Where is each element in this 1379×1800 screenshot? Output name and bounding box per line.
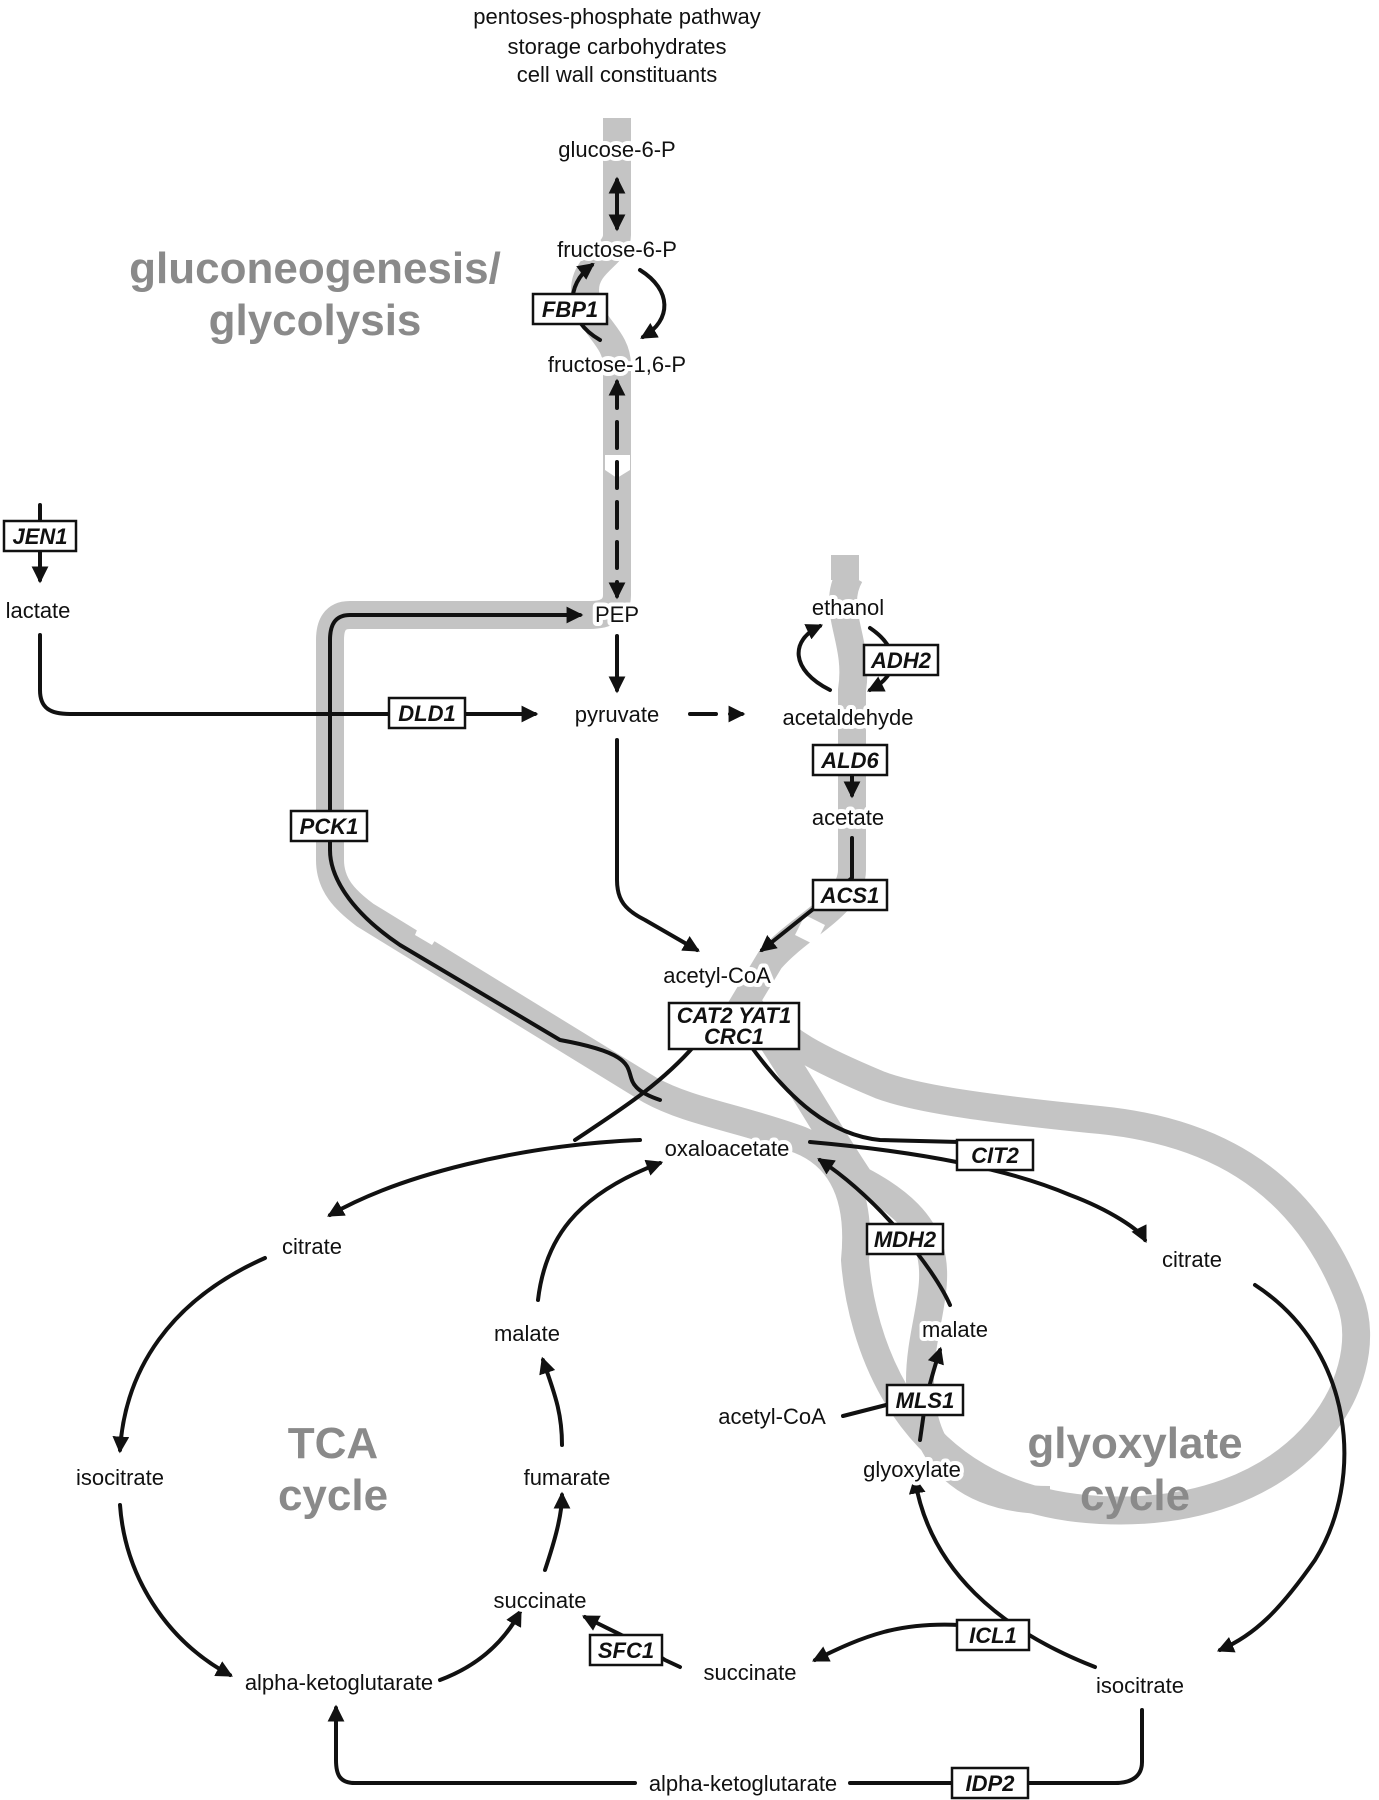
gene-box-jen1: JEN1 bbox=[2, 519, 78, 553]
metabolite-citrate-tca: citrate bbox=[282, 1234, 342, 1259]
metabolite-succinate-glyoxylate: succinate bbox=[704, 1660, 797, 1685]
metabolite-lactate: lactate bbox=[6, 598, 71, 623]
gene-icl1: ICL1 bbox=[969, 1623, 1017, 1648]
gene-box-fbp1: FBP1 bbox=[531, 292, 609, 326]
gene-box-cat2-yat1-crc1: CAT2 YAT1 CRC1 bbox=[667, 1001, 801, 1051]
gene-box-acs1: ACS1 bbox=[811, 878, 889, 912]
metabolite-ethanol: ethanol bbox=[812, 595, 884, 620]
header-line-3: cell wall constituants bbox=[517, 62, 718, 87]
metabolite-malate-glyoxylate: malate bbox=[922, 1317, 988, 1342]
glyoxylate-cycle-title-line-2: cycle bbox=[1080, 1471, 1190, 1520]
gene-sfc1: SFC1 bbox=[598, 1638, 654, 1663]
metabolite-isocitrate-tca: isocitrate bbox=[76, 1465, 164, 1490]
metabolite-alpha-ketoglutarate-tca: alpha-ketoglutarate bbox=[245, 1670, 433, 1695]
metabolite-acetyl-coa: acetyl-CoA bbox=[663, 963, 771, 988]
metabolite-acetaldehyde: acetaldehyde bbox=[783, 705, 914, 730]
metabolite-alpha-ketoglutarate-bottom: alpha-ketoglutarate bbox=[649, 1771, 837, 1796]
gene-box-mdh2: MDH2 bbox=[865, 1222, 945, 1256]
gene-box-sfc1: SFC1 bbox=[588, 1633, 664, 1667]
glyoxylate-cycle-title-line-1: glyoxylate bbox=[1027, 1419, 1242, 1468]
gene-cat2-yat1: CAT2 YAT1 bbox=[677, 1003, 792, 1028]
gene-box-idp2: IDP2 bbox=[950, 1766, 1030, 1800]
gene-box-icl1: ICL1 bbox=[955, 1618, 1031, 1652]
gene-mls1: MLS1 bbox=[896, 1388, 955, 1413]
metabolite-succinate-tca: succinate bbox=[494, 1588, 587, 1613]
metabolite-glyoxylate: glyoxylate bbox=[863, 1457, 961, 1482]
glycolysis-title: glycolysis bbox=[209, 296, 422, 345]
header-line-1: pentoses-phosphate pathway bbox=[473, 4, 760, 29]
gene-crc1: CRC1 bbox=[704, 1024, 764, 1049]
gene-box-mls1: MLS1 bbox=[885, 1383, 965, 1417]
metabolite-acetate: acetate bbox=[812, 805, 884, 830]
gene-cit2: CIT2 bbox=[971, 1143, 1019, 1168]
gene-box-pck1: PCK1 bbox=[289, 809, 369, 843]
gene-labels: JEN1 FBP1 DLD1 PCK1 ADH2 ALD6 ACS1 CAT2 bbox=[2, 292, 1035, 1800]
gene-box-dld1: DLD1 bbox=[387, 696, 467, 730]
header-text: pentoses-phosphate pathway storage carbo… bbox=[473, 4, 760, 87]
gene-pck1: PCK1 bbox=[300, 814, 359, 839]
tca-cycle-title-line-1: TCA bbox=[288, 1419, 378, 1468]
metabolite-fructose-6-p: fructose-6-P bbox=[557, 237, 677, 262]
gene-fbp1: FBP1 bbox=[542, 297, 598, 322]
gene-acs1: ACS1 bbox=[820, 883, 880, 908]
pathway-break-marks bbox=[415, 100, 1260, 1280]
gene-box-ald6: ALD6 bbox=[811, 743, 889, 777]
header-line-2: storage carbohydrates bbox=[508, 34, 727, 59]
gene-mdh2: MDH2 bbox=[874, 1227, 937, 1252]
reaction-arrows bbox=[31, 176, 1347, 1785]
metabolite-fructose-1-6-p: fructose-1,6-P bbox=[548, 352, 686, 377]
metabolite-malate-tca: malate bbox=[494, 1321, 560, 1346]
gene-ald6: ALD6 bbox=[820, 748, 879, 773]
metabolite-isocitrate-glyoxylate: isocitrate bbox=[1096, 1673, 1184, 1698]
gene-adh2: ADH2 bbox=[870, 648, 932, 673]
metabolite-citrate-glyoxylate: citrate bbox=[1162, 1247, 1222, 1272]
metabolite-acetyl-coa-glyoxylate: acetyl-CoA bbox=[718, 1404, 826, 1429]
metabolite-pep: PEP bbox=[595, 602, 639, 627]
metabolite-labels: glucose-6-P fructose-6-P fructose-1,6-P … bbox=[2, 133, 1226, 1800]
gluconeogenesis-title: gluconeogenesis/ bbox=[129, 244, 501, 293]
gene-dld1: DLD1 bbox=[398, 701, 455, 726]
metabolite-fumarate: fumarate bbox=[524, 1465, 611, 1490]
gene-box-cit2: CIT2 bbox=[955, 1138, 1035, 1172]
metabolite-oxaloacetate: oxaloacetate bbox=[665, 1136, 790, 1161]
metabolite-glucose-6-p: glucose-6-P bbox=[558, 137, 675, 162]
metabolite-pyruvate: pyruvate bbox=[575, 702, 659, 727]
gene-jen1: JEN1 bbox=[12, 524, 67, 549]
gene-box-adh2: ADH2 bbox=[862, 643, 940, 677]
gene-idp2: IDP2 bbox=[966, 1771, 1016, 1796]
tca-cycle-title-line-2: cycle bbox=[278, 1471, 388, 1520]
